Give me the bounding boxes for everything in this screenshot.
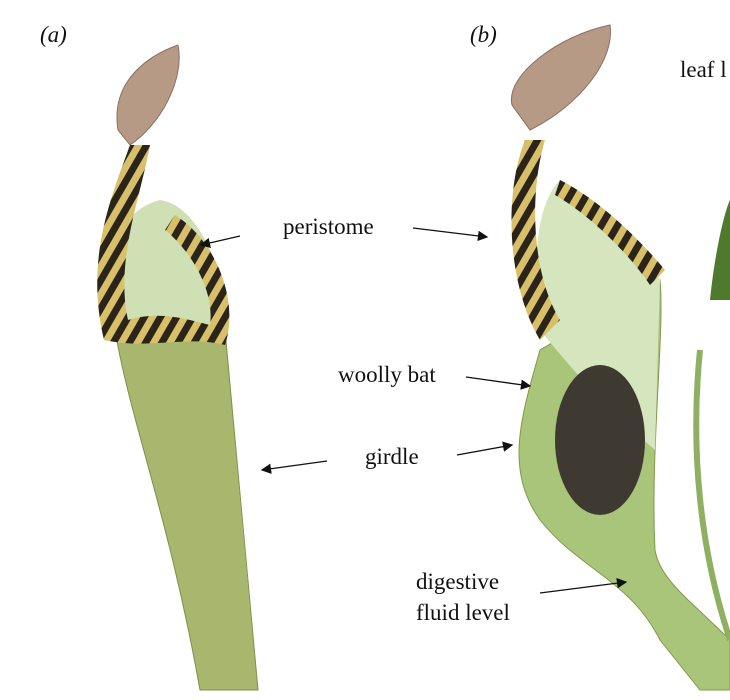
arrow-digestive-fluid [539,577,628,594]
arrow-peristome-b [412,227,489,242]
label-girdle: girdle [365,444,419,469]
panel-label-b: (b) [470,22,497,47]
arrow-peristome-a [199,235,241,249]
leaf [710,200,730,300]
panel-label-a: (a) [40,22,67,47]
woolly-bat [555,365,645,515]
label-fluid-level: fluid level [416,600,510,625]
label-peristome: peristome [283,214,374,239]
label-digestive: digestive [416,569,500,594]
label-woolly-bat: woolly bat [338,362,436,387]
stem [693,349,730,641]
arrow-girdle-a [260,460,328,474]
arrow-woolly-bat [465,376,532,390]
label-leaf: leaf l [680,57,727,82]
pitcher-a [97,44,259,691]
arrow-girdle-b [456,441,514,456]
pitcher-b [510,24,730,691]
